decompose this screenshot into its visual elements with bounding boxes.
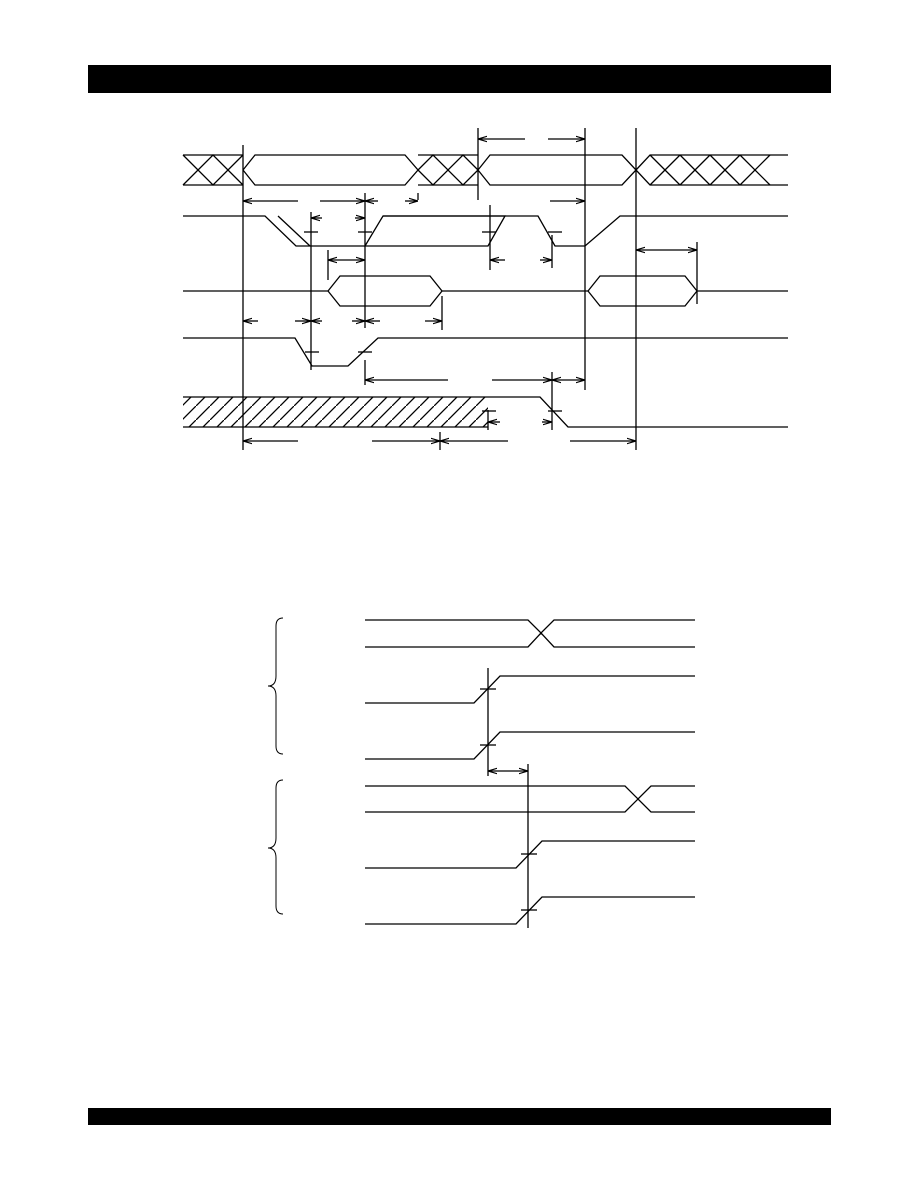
group-1-signal-b — [365, 731, 695, 760]
header-bar — [88, 65, 831, 93]
strobe-waveform — [183, 337, 788, 367]
group-1-bus-waveform — [365, 619, 695, 648]
group-1-signal-a — [365, 675, 695, 704]
group-2-signal-b — [365, 896, 695, 925]
group-brace-bottom — [267, 779, 284, 915]
data-out-waveform — [183, 275, 788, 307]
reference-lines — [242, 128, 698, 450]
group-2-bus-waveform — [365, 785, 695, 813]
control-signal-waveform-1 — [183, 215, 788, 247]
read-cycle-timing-diagram — [182, 128, 788, 450]
multiplexed-signal-timing-diagram — [267, 617, 695, 928]
address-bus-waveform — [182, 154, 788, 186]
group-2-signal-a — [365, 840, 695, 869]
skew-reference — [487, 668, 529, 928]
footer-bar — [88, 1108, 831, 1125]
group-brace-top — [267, 617, 284, 755]
timing-arrows — [243, 139, 697, 441]
enable-signal-waveform — [183, 396, 788, 428]
